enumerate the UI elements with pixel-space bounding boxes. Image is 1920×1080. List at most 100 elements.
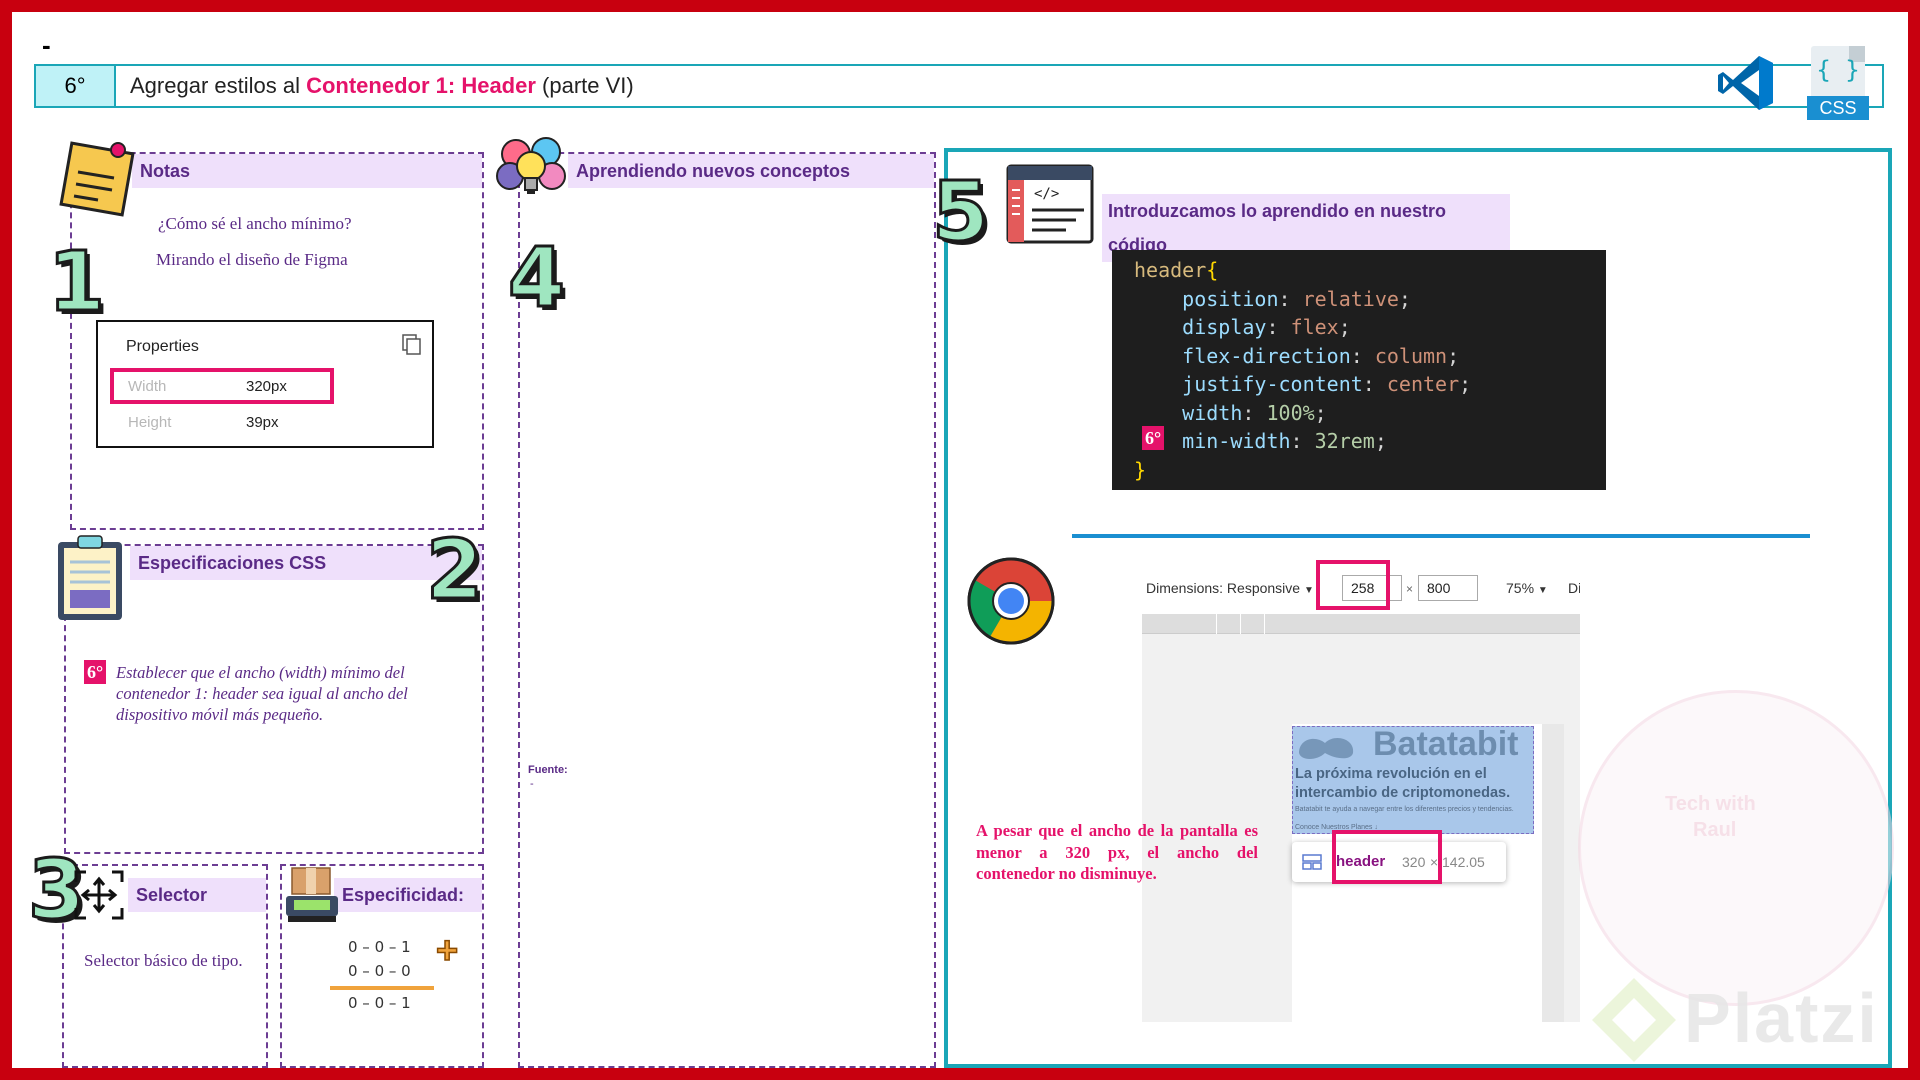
code-value: center (1386, 372, 1460, 396)
title-prefix: Agregar estilos al (130, 73, 307, 98)
step-2-number: 2 (424, 523, 484, 618)
brand-name: Batatabit (1373, 725, 1519, 763)
code-badge: 6° (1142, 426, 1165, 450)
element-tooltip: header 320 × 142.05 (1292, 842, 1506, 882)
code-badge-text: 6° (1142, 426, 1165, 450)
zoom-caret-icon: ▼ (1537, 585, 1548, 596)
height-input[interactable]: 800 (1418, 575, 1478, 601)
specs-title: Especificaciones CSS (130, 546, 482, 580)
code-selector: header (1134, 258, 1207, 282)
specs-box (64, 544, 484, 854)
svg-text:</>: </> (1034, 186, 1059, 202)
conceptos-title: Aprendiendo nuevos conceptos (568, 154, 934, 188)
brain-lightbulb-icon (496, 137, 566, 194)
truncated-text: Di (1568, 580, 1580, 596)
code-line-3: flex-direction: column; (1182, 343, 1460, 368)
tooltip-tag: header (1336, 853, 1386, 870)
tooltip-width: 320 (1402, 854, 1426, 870)
header-element-highlight: Batatabit La próxima revolución en el in… (1292, 725, 1534, 834)
code-prop: display (1182, 315, 1267, 339)
copy-icon (402, 334, 421, 355)
prop-height-value: 39px (246, 414, 279, 431)
selector-text: Selector básico de tipo. (84, 950, 256, 972)
prop-height-label: Height (128, 414, 172, 431)
clipboard-icon (58, 535, 122, 620)
page-title: Agregar estilos al Contenedor 1: Header … (130, 66, 634, 106)
step-1-number: 1 (46, 235, 106, 330)
code-line-6: min-width: 32rem; (1182, 429, 1387, 453)
width-input-highlight (1316, 560, 1390, 610)
prop-width-value: 320px (246, 378, 287, 395)
code-value: 32rem (1314, 429, 1375, 453)
small-text: Batatabit te ayuda a navegar entre los d… (1295, 806, 1514, 813)
source-label: Fuente: (528, 764, 568, 776)
notas-answer: Mirando el diseño de Figma (156, 250, 348, 269)
code-prop: min-width (1182, 429, 1291, 453)
code-window-icon: </> (1006, 164, 1094, 244)
code-value: flex (1290, 315, 1339, 339)
code-panel (944, 148, 1892, 1068)
watermark-badge: Tech with Raul (1578, 690, 1894, 1006)
step-4-number: 4 (506, 231, 566, 326)
code-line-4: justify-content: center; (1182, 372, 1472, 396)
sticky-note-icon (59, 141, 135, 217)
code-line-5: width: 100%; (1182, 400, 1327, 425)
dimensions-dropdown[interactable]: Dimensions: Responsive ▼ (1146, 580, 1314, 596)
css-braces: { } (1816, 56, 1860, 84)
watermark-badge-line2: Raul (1693, 819, 1737, 841)
scale-icon (286, 867, 338, 922)
selector-text-content: Selector básico de tipo. (84, 951, 243, 970)
specs-badge: 6° (84, 660, 107, 684)
zoom-value: 75% (1506, 580, 1535, 596)
specs-badge-text: 6° (84, 660, 107, 684)
platzi-watermark: Platzi (1684, 979, 1879, 1057)
small-text-2: Conoce Nuestros Planes ↓ (1295, 824, 1378, 831)
headline-text: La próxima revolución en el intercambio … (1295, 766, 1511, 801)
dimensions-label: Dimensions: Responsive (1146, 580, 1301, 596)
code-value: relative (1302, 286, 1399, 311)
element-flex-icon (1302, 854, 1322, 870)
css-file-icon: { } CSS (1807, 46, 1869, 124)
code-line-close: } (1134, 456, 1606, 485)
prop-width-label: Width (128, 378, 167, 395)
dropdown-caret-icon: ▼ (1303, 585, 1314, 596)
especificidad-title: Especificidad: (334, 878, 482, 912)
browser-screenshot: Dimensions: Responsive ▼ 258 × 800 75% ▼… (1142, 564, 1580, 1022)
chrome-icon (967, 557, 1055, 645)
code-line-1: position: relative; (1182, 286, 1411, 311)
especificidad-row-2: 0 – 0 – 0 (348, 962, 411, 980)
width-highlight (110, 368, 334, 404)
selector-title: Selector (128, 878, 266, 912)
section-divider (1072, 534, 1810, 538)
step-5-number: 5 (930, 165, 990, 260)
tooltip-highlight (1332, 830, 1442, 884)
zoom-dropdown[interactable]: 75% ▼ (1506, 580, 1548, 596)
notas-title: Notas (132, 154, 482, 188)
code-prop: justify-content (1182, 372, 1363, 396)
slide: - 6° Agregar estilos al Contenedor 1: He… (12, 12, 1908, 1068)
code-value: 100% (1266, 400, 1315, 425)
browser-note: A pesar que el ancho de la pantalla es m… (976, 821, 1258, 883)
especificidad-result: 0 – 0 – 1 (348, 994, 411, 1012)
title-suffix: (parte VI) (535, 73, 634, 98)
code-block: header{ position: relative; display: fle… (1112, 250, 1606, 490)
css-label: CSS (1807, 96, 1869, 120)
code-prop: width (1182, 400, 1243, 425)
code-prop: flex-direction (1182, 343, 1351, 368)
especificidad-box (280, 864, 484, 1068)
move-arrows-icon (74, 870, 124, 920)
notas-question: ¿Cómo sé el ancho mínimo? (158, 214, 352, 233)
code-close-brace: } (1134, 457, 1147, 482)
notas-box (70, 152, 484, 530)
times-sign: × (1406, 582, 1414, 596)
title-bar: 6° Agregar estilos al Contenedor 1: Head… (34, 64, 1884, 108)
watermark-badge-line1: Tech with (1665, 793, 1756, 815)
conceptos-box (518, 152, 936, 1068)
width-input-value: 258 (1351, 580, 1375, 596)
code-value: column (1374, 343, 1448, 368)
top-dash: - (42, 30, 51, 60)
especificidad-divider (330, 986, 434, 990)
width-input[interactable]: 258 (1342, 575, 1402, 601)
batatabit-logo-icon (1299, 738, 1354, 759)
code-prop: position (1182, 286, 1279, 311)
